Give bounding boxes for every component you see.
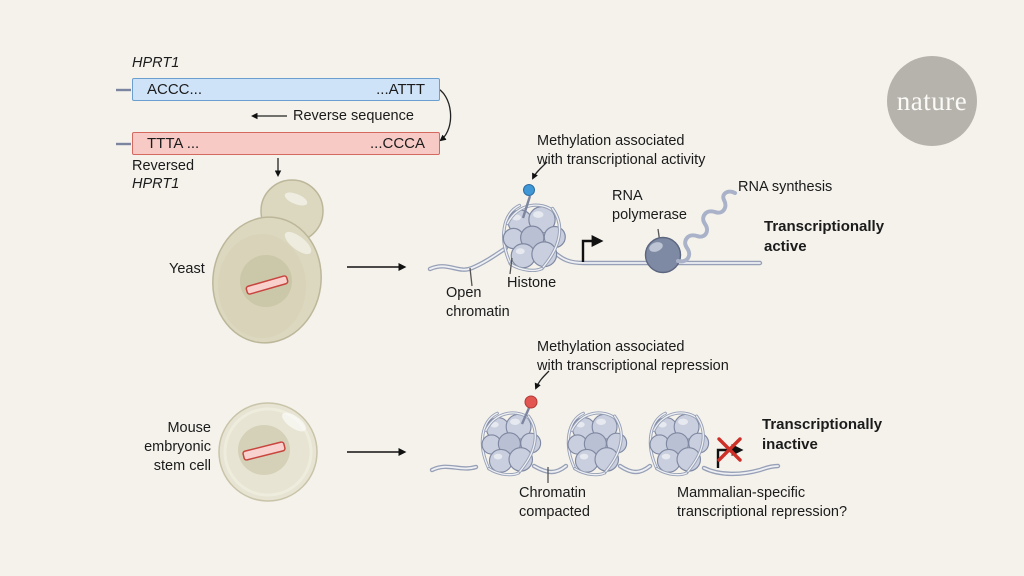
forward-sequence-end: ...ATTT xyxy=(376,81,425,98)
inserted-gene-rod xyxy=(242,441,286,461)
nature-logo: nature xyxy=(887,56,977,146)
inserted-gene-rod xyxy=(245,275,289,295)
blocked-transcription-arrow-icon xyxy=(716,444,744,468)
rna-transcript-squiggle xyxy=(676,189,737,264)
inactive-state-label: Transcriptionally inactive xyxy=(762,416,883,453)
mammalian-question-label: Mammalian-specific transcriptional repre… xyxy=(677,485,848,520)
mouse-cell-illustration xyxy=(218,402,318,502)
methylation-activity-label: Methylation associated with transcriptio… xyxy=(537,133,706,168)
red-cross-icon xyxy=(717,437,742,462)
methyl-stalk xyxy=(521,195,532,219)
nature-logo-text: nature xyxy=(896,85,968,116)
histone-label: Histone xyxy=(507,275,557,291)
reversed-sequence-box: TTTA ... ...CCCA xyxy=(132,132,440,155)
reverse-sequence-label: Reverse sequence xyxy=(293,108,414,124)
forward-sequence-start: ACCC... xyxy=(147,81,203,98)
open-chromatin-label: Open chromatin xyxy=(446,285,510,320)
reversed-sequence-end: ...CCCA xyxy=(369,135,425,152)
methyl-stalk xyxy=(520,407,531,425)
rna-polymerase-label: RNA polymerase xyxy=(612,188,687,223)
nucleosome-illustration xyxy=(566,411,629,477)
yeast-label: Yeast xyxy=(169,261,205,277)
active-state-label: Transcriptionally active xyxy=(764,218,885,255)
activating-methyl-mark-icon xyxy=(523,184,535,196)
open-chromatin-pointer-line xyxy=(469,267,473,287)
methylation-repression-label: Methylation associated with transcriptio… xyxy=(537,339,729,374)
nucleosome-illustration xyxy=(501,203,567,273)
reversed-sequence-start: TTTA ... xyxy=(147,135,200,152)
methylation-pointer-arrow-icon xyxy=(534,370,550,390)
rna-polymerase-illustration xyxy=(644,236,682,274)
nucleosome-illustration xyxy=(648,411,711,477)
rna-synthesis-label: RNA synthesis xyxy=(738,179,833,195)
repressive-methyl-mark-icon xyxy=(524,395,538,409)
compacted-chromatin-scene xyxy=(429,370,781,483)
yeast-cell-illustration xyxy=(212,179,324,344)
gene-name-label: HPRT1 xyxy=(132,55,180,71)
open-chromatin-scene xyxy=(427,161,763,287)
histone-pointer-line xyxy=(509,257,513,275)
forward-sequence-box: ACCC... ...ATTT xyxy=(132,78,440,101)
reversed-gene-label: HPRT1 xyxy=(132,176,180,192)
reversed-prefix-label: Reversed xyxy=(132,158,195,174)
nucleosome-illustration xyxy=(480,411,543,477)
transcription-start-arrow-icon xyxy=(581,235,604,262)
chromatin-compacted-label: Chromatin compacted xyxy=(519,485,590,520)
methylation-pointer-arrow-icon xyxy=(532,161,548,180)
mouse-cell-label: Mouse embryonic stem cell xyxy=(144,420,211,474)
